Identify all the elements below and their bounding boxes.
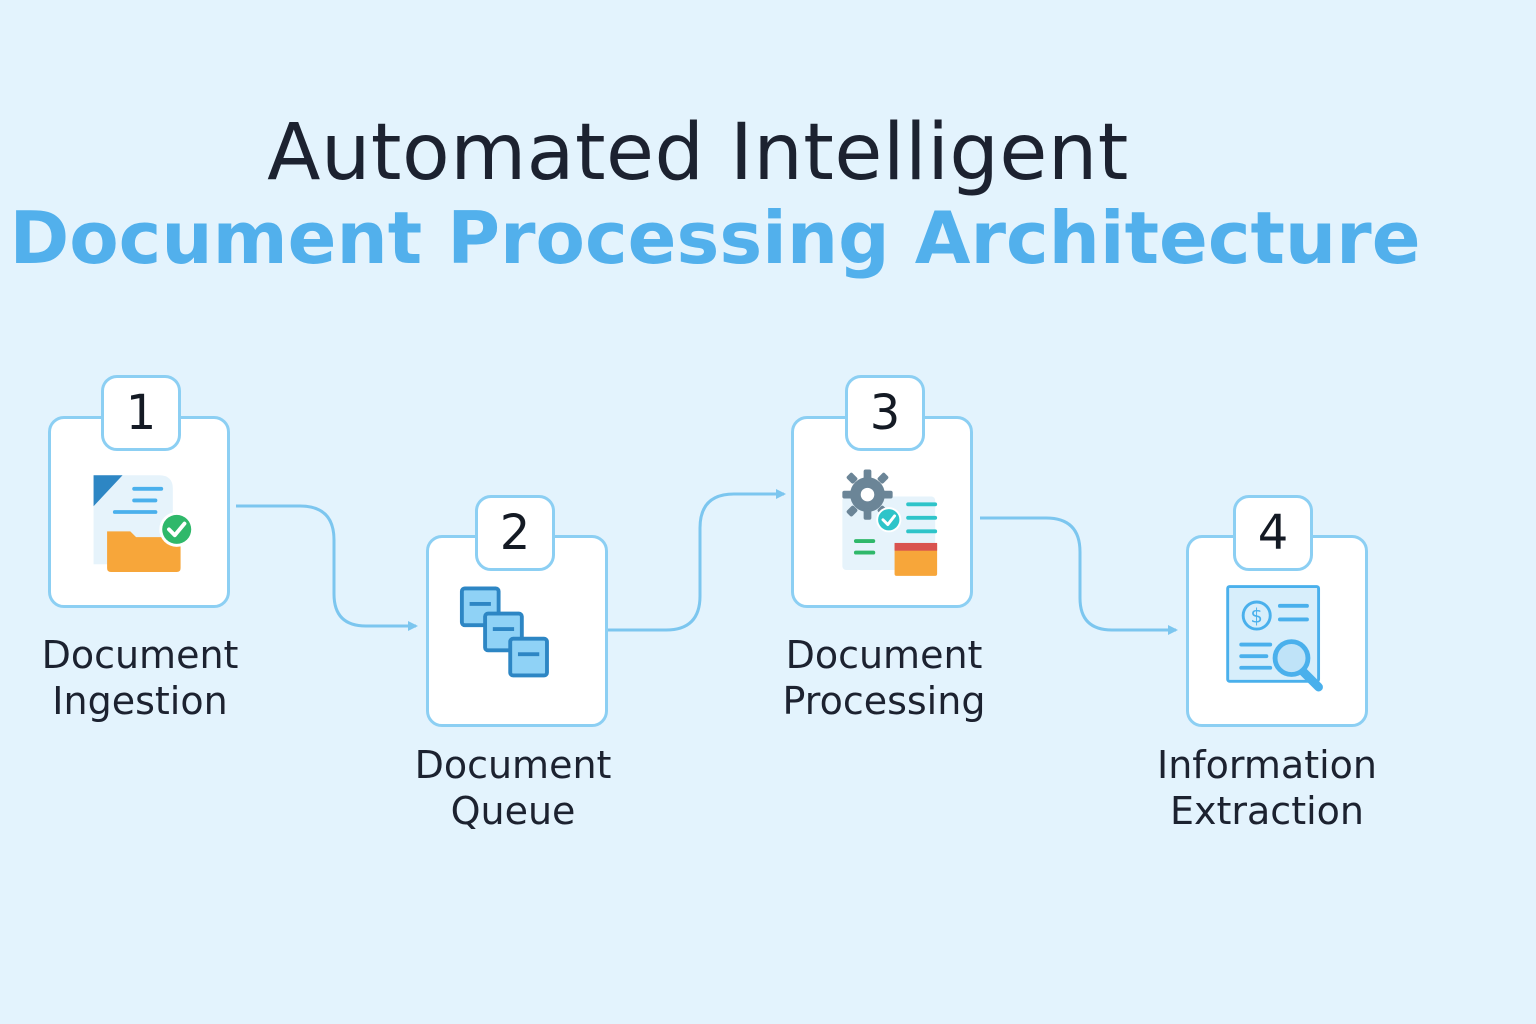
step-1-label-line-2: Ingestion [52,679,228,723]
step-4-number: 4 [1233,495,1313,571]
step-3-label: Document Processing [754,632,1014,724]
step-3-number: 3 [845,375,925,451]
step-1-label: Document Ingestion [10,632,270,724]
connector-1-2 [236,504,418,631]
step-4-label-line-2: Extraction [1170,789,1364,833]
gear-document-icon [842,469,938,576]
step-4-card: $ [1186,535,1368,727]
step-2-label-line-2: Queue [450,789,576,833]
step-1-number: 1 [101,375,181,451]
step-2-number: 2 [475,495,555,571]
step-3-label-line-2: Processing [782,679,986,723]
invoice-magnifier-icon: $ [1226,585,1323,692]
svg-text:$: $ [1251,604,1263,627]
document-folder-check-icon [93,475,195,572]
step-3-label-line-1: Document [785,633,983,677]
step-4-label-line-1: Information [1157,743,1377,787]
step-4-label: Information Extraction [1137,742,1397,834]
connector-2-3 [606,489,786,632]
step-2-label-line-1: Document [414,743,612,787]
title-line-2: Document Processing Architecture [9,196,1421,280]
step-1-label-line-1: Document [41,633,239,677]
stacked-documents-icon [459,586,549,678]
connector-3-4 [980,516,1178,635]
title-line-1: Automated Intelligent [267,108,1129,198]
step-2-label: Document Queue [383,742,643,834]
step-2-card [426,535,608,727]
